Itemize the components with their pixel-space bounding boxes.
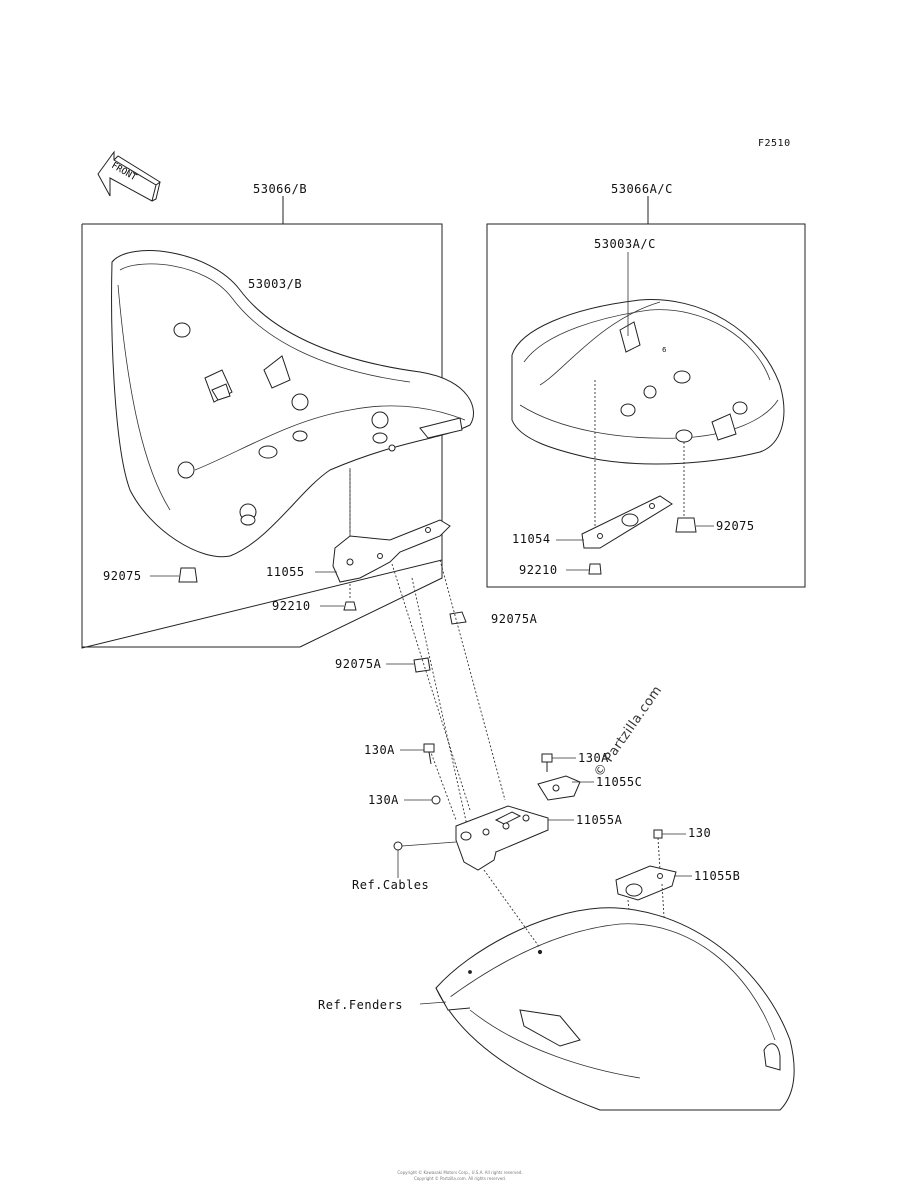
label-53003a-c: 53003A/C [594,237,656,251]
label-53066a-c: 53066A/C [611,182,673,196]
bolt-130a-right [541,753,553,772]
damper-92075a-left [413,657,431,673]
label-92210-left: 92210 [272,599,311,613]
bolt-130a-upper-left [423,743,435,765]
label-130: 130 [688,826,712,840]
bracket-11055a [455,805,549,871]
label-11054: 11054 [512,532,551,546]
ref-cables-clamp [393,841,403,851]
damper-92075a-right [449,611,467,625]
damper-92075-right [675,517,697,533]
bracket-11055c [537,775,581,801]
bolt-130a-lower-left [431,795,441,805]
nut-92210-left [343,601,357,611]
label-130a-upper-left: 130A [364,743,395,757]
bracket-11055 [332,519,451,583]
label-ref-fenders: Ref.Fenders [318,998,403,1012]
label-130a-lower-left: 130A [368,793,399,807]
nut-92210-right [588,563,602,575]
right-seat-group-box [486,223,806,588]
damper-92075-left [178,567,198,583]
front-arrow-icon: FRONT [97,150,161,202]
label-92075a-left: 92075A [335,657,382,671]
label-130a-right: 130A [578,751,609,765]
svg-text:6: 6 [662,346,667,354]
label-ref-cables: Ref.Cables [352,878,430,892]
copyright-line-1: Copyright © Kawasaki Motors Corp., U.S.A… [397,1170,523,1175]
copyright-line-2: Copyright © Partzilla.com. All rights re… [413,1176,507,1181]
label-53003-b: 53003/B [248,277,303,291]
label-11055: 11055 [266,565,305,579]
label-11055b: 11055B [694,869,741,883]
bracket-11055b [615,865,677,901]
label-92075-left: 92075 [103,569,142,583]
label-53066-b: 53066/B [253,182,308,196]
label-92075-right: 92075 [716,519,755,533]
label-92210-right: 92210 [519,563,558,577]
rear-fender [435,907,795,1111]
figure-code: F2510 [758,138,791,149]
label-11055c: 11055C [596,775,643,789]
bolt-130 [653,829,663,839]
pillion-seat: 6 [511,299,785,465]
rider-seat [111,250,474,558]
label-11055a: 11055A [576,813,623,827]
label-92075a-right: 92075A [491,612,538,626]
